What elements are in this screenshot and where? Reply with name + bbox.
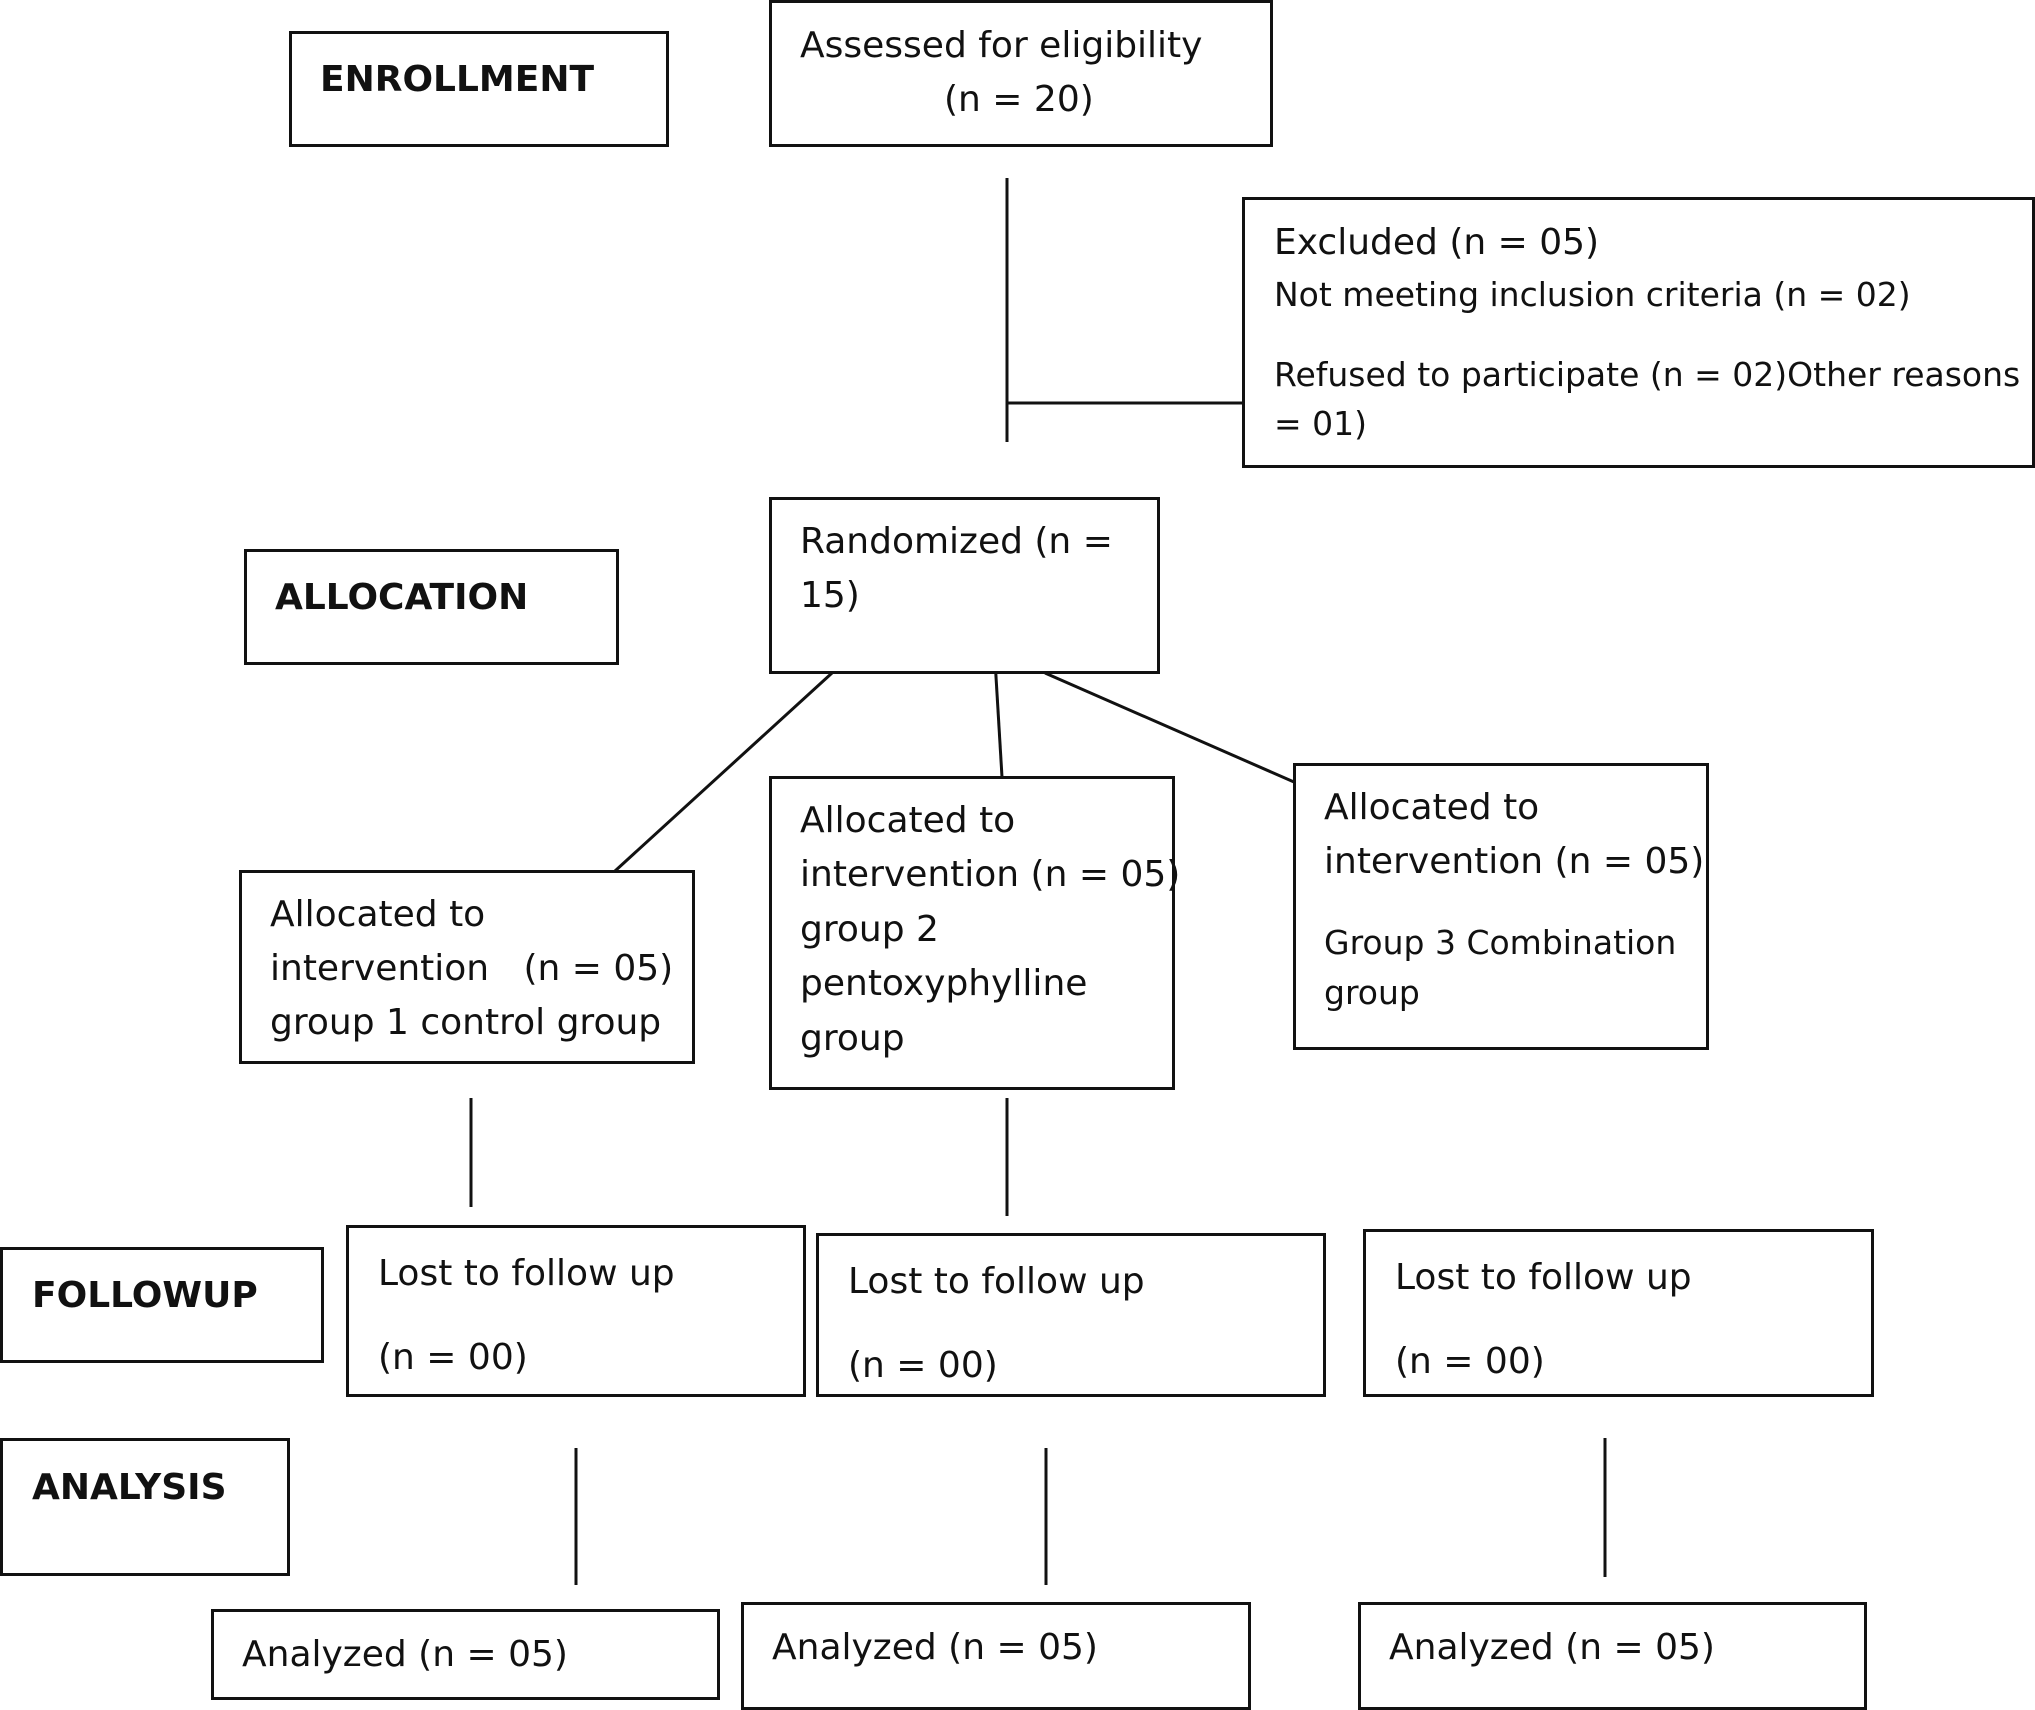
- connector-rand-group3: [1044, 671, 1295, 784]
- assessed-line1: Assessed for eligibility: [800, 25, 1203, 66]
- analyzed-group2-label: Analyzed (n = 05): [772, 1627, 1098, 1668]
- followup-group1-box: Lost to follow up (n = 00): [346, 1225, 806, 1397]
- analyzed-group1-box: Analyzed (n = 05): [211, 1609, 720, 1700]
- stage-allocation-label: ALLOCATION: [275, 577, 529, 618]
- followup-group3-line1: Lost to follow up: [1395, 1257, 1692, 1298]
- stage-enrollment-box: ENROLLMENT: [289, 31, 669, 147]
- followup-group3-box: Lost to follow up (n = 00): [1363, 1229, 1874, 1397]
- group2-line4: pentoxyphylline: [800, 963, 1088, 1004]
- randomized-line2: 15): [800, 575, 860, 616]
- analyzed-group3-label: Analyzed (n = 05): [1389, 1627, 1715, 1668]
- randomized-line1: Randomized (n =: [800, 521, 1113, 562]
- group3-line1: Allocated to: [1324, 787, 1540, 828]
- followup-group2-box: Lost to follow up (n = 00): [816, 1233, 1326, 1397]
- analyzed-group3-box: Analyzed (n = 05): [1358, 1602, 1867, 1710]
- stage-analysis-label: ANALYSIS: [32, 1467, 227, 1508]
- followup-group1-line2: (n = 00): [378, 1337, 528, 1378]
- allocation-group3-box: Allocated to intervention (n = 05) Group…: [1293, 763, 1709, 1050]
- group3-line4: group: [1324, 973, 1420, 1012]
- followup-group2-line2: (n = 00): [848, 1345, 998, 1386]
- connector-rand-group2: [993, 659, 1004, 778]
- group3-line2: intervention (n = 05): [1324, 841, 1705, 882]
- group1-line1: Allocated to: [270, 894, 486, 935]
- group2-line5: group: [800, 1018, 905, 1059]
- excluded-line1: Excluded (n = 05): [1274, 222, 1600, 263]
- allocation-group2-box: Allocated to intervention (n = 05) group…: [769, 776, 1180, 1090]
- excluded-line3: Refused to participate (n = 02)Other rea…: [1274, 355, 2035, 394]
- group2-line3: group 2: [800, 909, 939, 950]
- stage-followup-box: FOLLOWUP: [0, 1247, 324, 1363]
- excluded-line2: Not meeting inclusion criteria (n = 02): [1274, 275, 1911, 314]
- group2-line2: intervention (n = 05): [800, 854, 1181, 895]
- stage-enrollment-label: ENROLLMENT: [320, 59, 595, 100]
- group3-line3: Group 3 Combination: [1324, 923, 1677, 962]
- followup-group3-line2: (n = 00): [1395, 1341, 1545, 1382]
- connector-rand-group1: [613, 671, 834, 873]
- randomized-box: Randomized (n = 15): [769, 497, 1160, 674]
- followup-group2-line1: Lost to follow up: [848, 1261, 1145, 1302]
- excluded-box: Excluded (n = 05) Not meeting inclusion …: [1242, 197, 2035, 468]
- assessed-line2: (n = 20): [944, 79, 1094, 120]
- analyzed-group1-label: Analyzed (n = 05): [242, 1634, 568, 1675]
- analyzed-group2-box: Analyzed (n = 05): [741, 1602, 1251, 1710]
- followup-group1-line1: Lost to follow up: [378, 1253, 675, 1294]
- excluded-line4: = 01): [1274, 404, 1368, 443]
- stage-allocation-box: ALLOCATION: [244, 549, 619, 665]
- assessed-box: Assessed for eligibility (n = 20): [769, 0, 1273, 147]
- group1-line3: group 1 control group: [270, 1002, 662, 1043]
- stage-analysis-box: ANALYSIS: [0, 1438, 290, 1576]
- group2-line1: Allocated to: [800, 800, 1016, 841]
- group1-line2: intervention (n = 05): [270, 948, 674, 989]
- allocation-group1-box: Allocated to intervention (n = 05) group…: [239, 870, 695, 1064]
- stage-followup-label: FOLLOWUP: [32, 1275, 258, 1316]
